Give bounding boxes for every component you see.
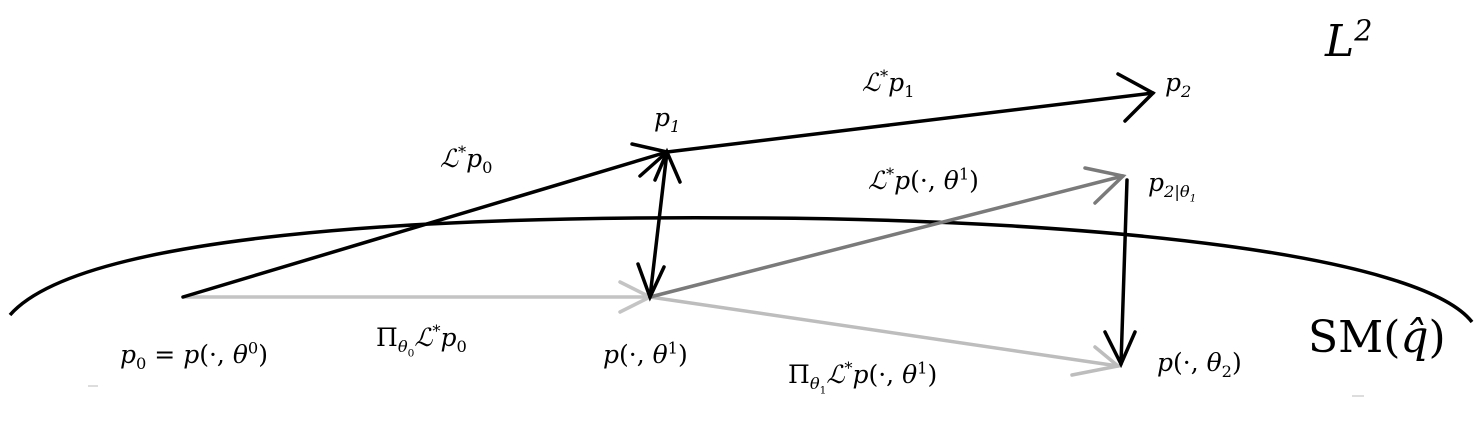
arrow-proj-theta1 [648,295,1122,377]
arrow-L-p1 [665,72,1156,154]
label-SM-q: SM(q̂) [1308,312,1446,363]
label-p-theta1: p(·, θ1) [603,338,688,369]
arrow-proj-theta0 [181,280,654,314]
arrow-p2-given-theta1-to-p-theta2 [1103,178,1137,369]
label-proj-theta0: Πθ0ℒ*p0 [376,321,467,360]
label-L-p-theta1: ℒ*p(·, θ1) [868,164,979,195]
arrow-L-p-theta1 [648,166,1127,299]
label-L-p1: ℒ*p1 [862,66,915,101]
label-p1: p1 [654,103,681,136]
label-L2: L2 [1325,13,1373,67]
manifold-curve [8,215,1474,324]
arrow-L-p0 [181,142,671,299]
label-p2: p2 [1165,68,1192,101]
label-p-theta2: p(·, θ2) [1157,348,1242,381]
label-p0-eq: p0 = p(·, θ0) [120,338,268,373]
arrow-p1-to-p-theta1 [636,147,682,302]
label-proj-theta1: Πθ1ℒ*p(·, θ1) [788,358,938,397]
label-p2-given-theta1: p2|θ1 [1148,168,1197,205]
label-L-p0: ℒ*p0 [440,142,493,177]
